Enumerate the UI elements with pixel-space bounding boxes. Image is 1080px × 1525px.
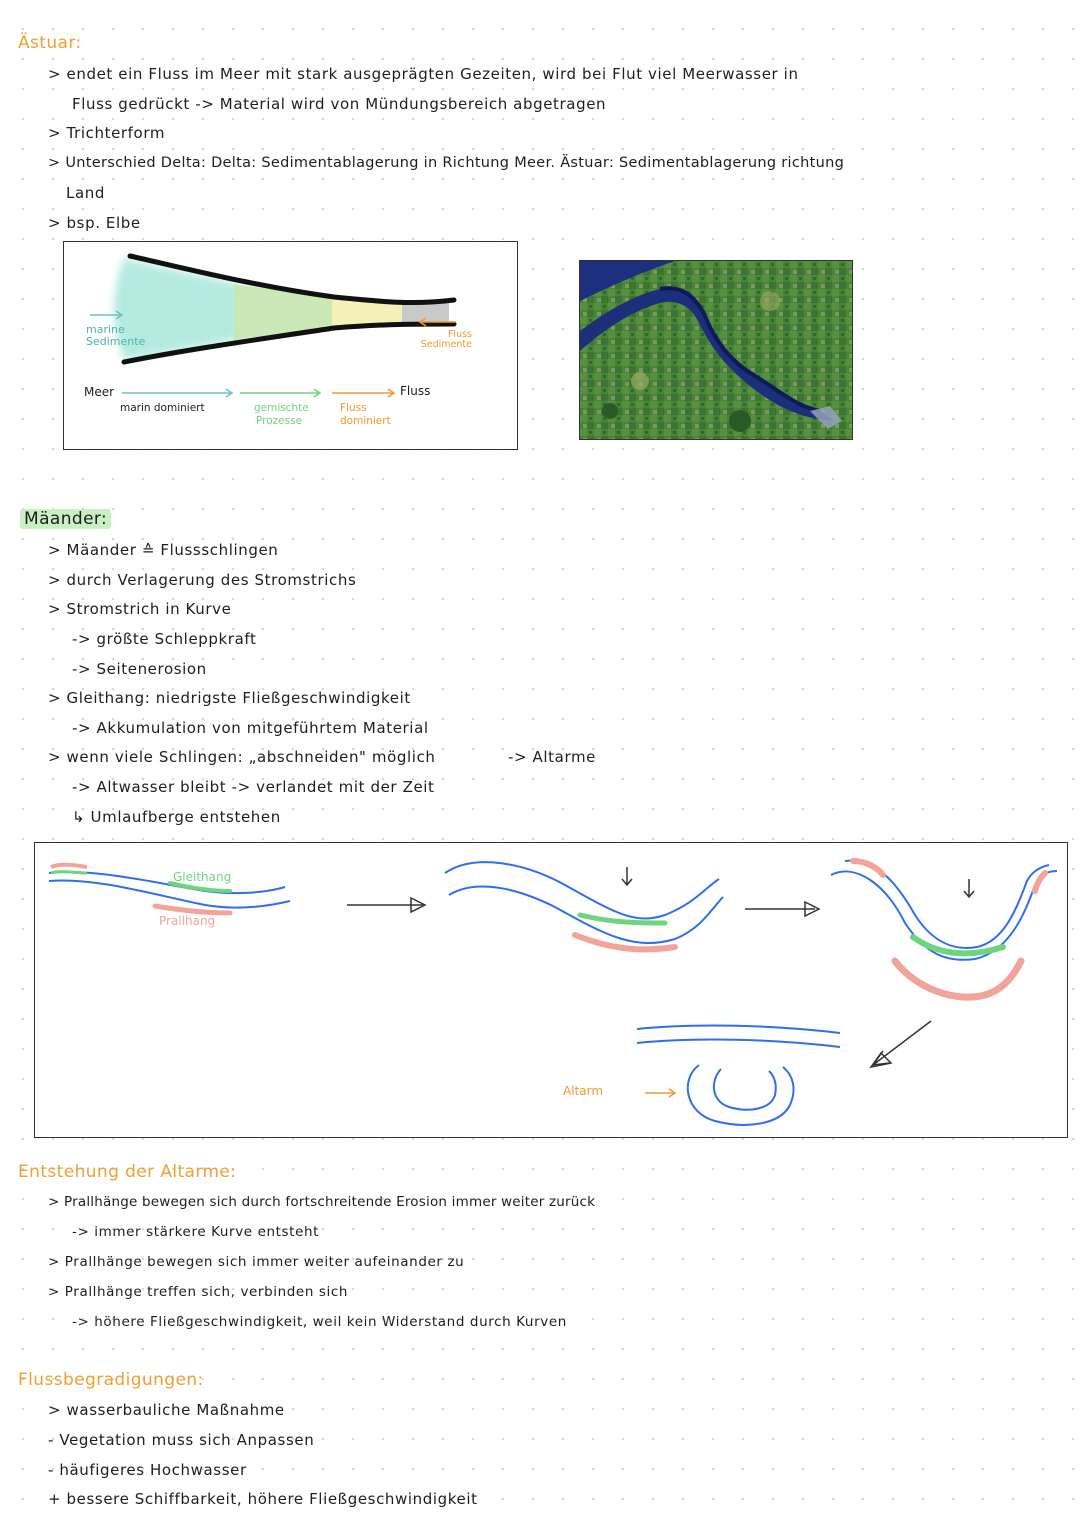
marine-sediments-label: marine Sedimente — [86, 323, 146, 348]
maeander-line-3: > Stromstrich in Kurve — [48, 600, 232, 618]
aestuar-line-4: > bsp. Elbe — [48, 214, 141, 232]
altarme-line-1a: -> immer stärkere Kurve entsteht — [72, 1224, 320, 1240]
aestuar-line-3: > Unterschied Delta: Delta: Sedimentabla… — [48, 155, 845, 171]
aestuar-heading: Ästuar: — [18, 33, 82, 53]
zone-river-label-2: dominiert — [340, 415, 391, 427]
altarme-line-2: > Prallhänge bewegen sich immer weiter a… — [48, 1254, 465, 1270]
altarme-line-3a: -> höhere Fließgeschwindigkeit, weil kei… — [72, 1314, 567, 1330]
zone-mixed-label-1: gemischte — [254, 402, 309, 414]
maeander-line-6: -> Altwasser bleibt -> verlandet mit der… — [72, 778, 435, 796]
maeander-line-5b: -> Altarme — [508, 748, 596, 766]
aestuar-line-2: > Trichterform — [48, 124, 166, 142]
sea-label: Meer — [84, 385, 115, 399]
maeander-heading-text: Mäander: — [20, 509, 112, 529]
altarme-line-1: > Prallhänge bewegen sich durch fortschr… — [48, 1194, 596, 1210]
elbe-satellite-image — [579, 260, 853, 440]
zone-river-label-1: Fluss — [340, 402, 367, 414]
maeander-line-3b: -> Seitenerosion — [72, 660, 207, 678]
begradigung-line-2: - Vegetation muss sich Anpassen — [48, 1431, 315, 1449]
meander-diagram: Gleithang Prallhang Altarm — [34, 842, 1068, 1138]
aestuar-line-1b: Fluss gedrückt -> Material wird von Münd… — [72, 95, 607, 113]
river-label: Fluss — [400, 384, 431, 398]
aestuar-line-1: > endet ein Fluss im Meer mit stark ausg… — [48, 65, 799, 83]
estuary-funnel-graphic — [90, 253, 457, 398]
maeander-line-7: ↳ Umlaufberge entstehen — [72, 808, 281, 826]
altarme-line-3: > Prallhänge treffen sich, verbinden sic… — [48, 1284, 349, 1300]
maeander-heading: Mäander: — [20, 509, 112, 529]
maeander-line-4a: -> Akkumulation von mitgeführtem Materia… — [72, 719, 429, 737]
river-sediments-label: Fluss Sedimente — [420, 329, 472, 350]
maeander-line-2: > durch Verlagerung des Stromstrichs — [48, 571, 357, 589]
prallhang-label: Prallhang — [159, 914, 216, 928]
altarme-heading: Entstehung der Altarme: — [18, 1162, 237, 1182]
maeander-line-4: > Gleithang: niedrigste Fließgeschwindig… — [48, 689, 411, 707]
begradigung-line-1: > wasserbauliche Maßnahme — [48, 1401, 285, 1419]
estuary-diagram: marine Sedimente Fluss Sedimente Meer Fl… — [63, 241, 518, 450]
zone-mixed-label-2: Prozesse — [256, 415, 303, 427]
elbe-satellite-graphic — [580, 261, 852, 439]
meander-stages-graphic — [48, 858, 1058, 1126]
begradigung-line-4: + bessere Schiffbarkeit, höhere Fließges… — [48, 1490, 478, 1508]
altarm-label: Altarm — [563, 1084, 604, 1098]
maeander-line-1: > Mäander ≙ Flussschlingen — [48, 541, 279, 559]
maeander-line-3a: -> größte Schleppkraft — [72, 630, 257, 648]
maeander-line-5a: > wenn viele Schlingen: „abschneiden" mö… — [48, 748, 436, 766]
begradigung-heading: Flussbegradigungen: — [18, 1370, 204, 1390]
aestuar-line-3b: Land — [66, 184, 105, 202]
begradigung-line-3: - häufigeres Hochwasser — [48, 1461, 247, 1479]
gleithang-label: Gleithang — [173, 870, 232, 884]
zone-marine-label: marin dominiert — [120, 402, 205, 414]
